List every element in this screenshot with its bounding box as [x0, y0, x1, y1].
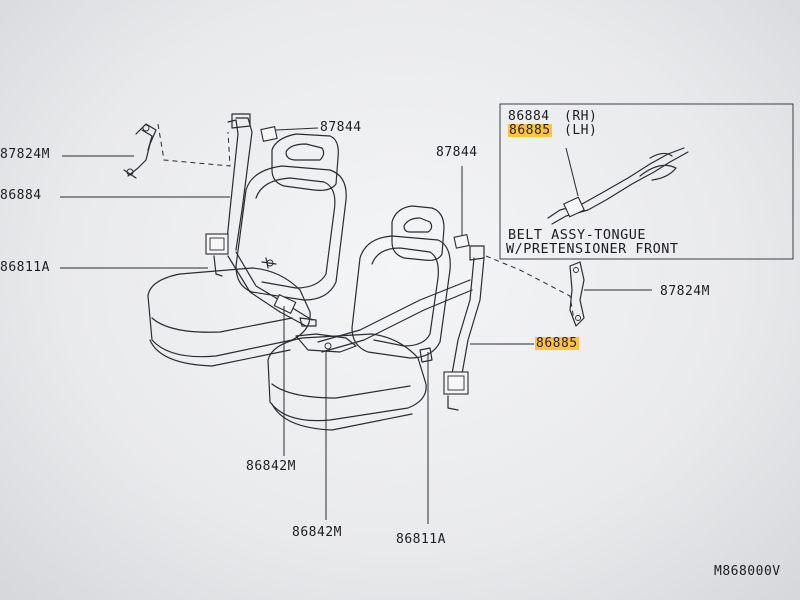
left-upper-anchor [123, 123, 157, 179]
inset-caption-line2: W/PRETENSIONER FRONT [506, 241, 679, 257]
label-87844-mid: 87844 [436, 145, 478, 160]
label-86811a-left: 86811A [0, 260, 50, 275]
inset-caption-line1: BELT ASSY-TONGUE [508, 227, 647, 243]
label-87844-top: 87844 [320, 120, 362, 135]
label-87824m-right: 87824M [660, 284, 710, 299]
left-seat [147, 133, 347, 367]
inset-side-lh: (LH) [564, 123, 598, 138]
inset-side-rh: (RH) [564, 109, 598, 124]
right-upper-anchor [569, 261, 652, 327]
right-seat [267, 205, 451, 431]
right-belt-assembly [295, 245, 485, 411]
diagram-code: M868000V [714, 564, 781, 579]
inset-part-86884: 86884 [508, 109, 550, 124]
inset-box [499, 103, 794, 260]
part-87844-top [260, 126, 319, 142]
label-86811a-bottom: 86811A [396, 532, 446, 547]
inset-belt-illustration [547, 147, 689, 225]
inset-part-86885: 86885 [508, 123, 552, 138]
label-86842m-a: 86842M [246, 459, 296, 474]
label-87824m-left: 87824M [0, 147, 50, 162]
part-87844-mid [453, 166, 470, 249]
label-86884-left: 86884 [0, 188, 42, 203]
label-86885-right: 86885 [535, 336, 579, 351]
label-86842m-b: 86842M [292, 525, 342, 540]
left-belt-assembly [205, 113, 317, 327]
